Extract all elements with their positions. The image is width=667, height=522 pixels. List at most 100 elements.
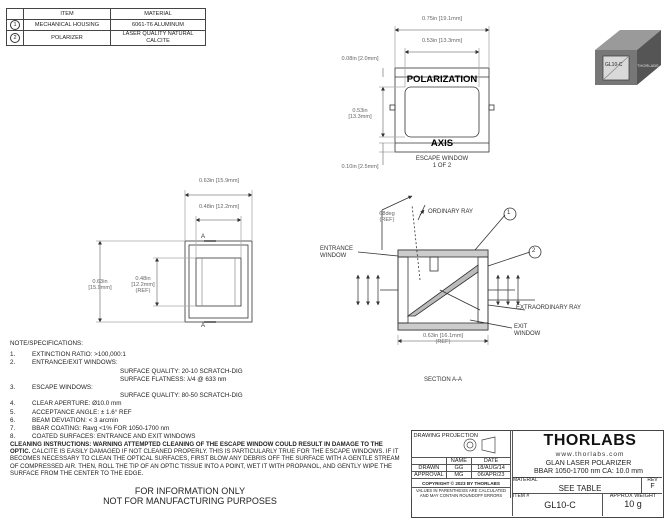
website: www.thorlabs.com bbox=[555, 451, 625, 458]
notes-section: NOTE/SPECIFICATIONS: 1.EXTINCTION RATIO:… bbox=[10, 340, 310, 441]
rev-value: F bbox=[650, 483, 655, 490]
cleaning-warning: CLEANING INSTRUCTIONS: WARNING ATTEMPTED… bbox=[10, 441, 383, 456]
parts-table: ITEM MATERIAL 1 MECHANICAL HOUSING 6061-… bbox=[6, 8, 206, 46]
part-title-2: BBAR 1050-1700 nm CA: 10.0 mm bbox=[534, 468, 643, 475]
projection-label: DRAWING PROJECTION bbox=[411, 430, 511, 458]
note-text: COATED SURFACES: ENTRANCE AND EXIT WINDO… bbox=[32, 433, 196, 441]
section-caption: SECTION A-A bbox=[423, 377, 462, 383]
note-text: ESCAPE WINDOWS: bbox=[32, 384, 93, 392]
weight-value: 10 g bbox=[624, 499, 642, 509]
weight-label: APPROX WEIGHT bbox=[609, 493, 657, 499]
note-text: SURFACE QUALITY: 80-50 SCRATCH-DIG bbox=[120, 392, 243, 400]
note-text: CLEAR APERTURE: Ø10.0 mm bbox=[32, 400, 122, 408]
drawn-label: DRAWN bbox=[411, 464, 447, 472]
item-number: 1 bbox=[10, 20, 20, 30]
note-number bbox=[10, 392, 120, 400]
note-text: EXTINCTION RATIO: >100,000:1 bbox=[32, 351, 126, 359]
front-dim-height: 0.63in [15.9mm] bbox=[88, 279, 112, 292]
note-line: SURFACE FLATNESS: λ/4 @ 633 nm bbox=[10, 376, 310, 384]
note-line: 8. COATED SURFACES: ENTRANCE AND EXIT WIN… bbox=[10, 433, 310, 441]
col-name: NAME bbox=[445, 457, 473, 465]
approval-label: APPROVAL bbox=[411, 471, 447, 479]
note-line: 1.EXTINCTION RATIO: >100,000:1 bbox=[10, 351, 310, 359]
note-number: 3. bbox=[10, 384, 16, 392]
material-value: SEE TABLE bbox=[558, 484, 602, 493]
disclaimer-line-1: FOR INFORMATION ONLY bbox=[134, 486, 246, 496]
item-label: ITEM # bbox=[513, 493, 530, 499]
front-view bbox=[96, 190, 253, 323]
approval-name: MG bbox=[445, 471, 473, 479]
note-number: 5. bbox=[10, 408, 16, 416]
note-line: 5. ACCEPTANCE ANGLE: ± 1.6° REF bbox=[10, 409, 310, 417]
note-line: SURFACE QUALITY: 80-50 SCRATCH-DIG bbox=[10, 392, 310, 400]
notes-heading: NOTE/SPECIFICATIONS: bbox=[10, 340, 84, 347]
note-number: 2. bbox=[10, 359, 16, 367]
col-date: DATE bbox=[471, 457, 511, 465]
note-text: SURFACE QUALITY: 20-10 SCRATCH-DIG bbox=[120, 367, 243, 375]
section-view bbox=[356, 195, 542, 345]
entrance-window-label: ENTRANCE WINDOW bbox=[320, 246, 354, 259]
axis-label: AXIS bbox=[430, 138, 454, 149]
section-dim-length: 0.63in [16.1mm] (REF) bbox=[422, 333, 464, 346]
weight-box: APPROX WEIGHT 10 g bbox=[602, 493, 663, 516]
divider bbox=[512, 477, 662, 478]
note-number: 8. bbox=[10, 433, 16, 441]
approval-date: 06/APR/23 bbox=[471, 471, 511, 479]
part-title-1: GLAN LASER POLARIZER bbox=[545, 460, 632, 467]
angle-label: 68deg (REF) bbox=[379, 211, 395, 224]
item-material: LASER QUALITY NATURAL CALCITE bbox=[110, 30, 206, 46]
note-line: 4. CLEAR APERTURE: Ø10.0 mm bbox=[10, 400, 310, 408]
divider bbox=[512, 430, 513, 516]
dim-width: 0.75in [19.1mm] bbox=[421, 16, 463, 22]
front-dim-inner-height: 0.48in [12.2mm] (REF) bbox=[131, 276, 155, 295]
dim-top: 0.08in [2.0mm] bbox=[341, 56, 379, 62]
section-mark-bottom: A bbox=[201, 323, 206, 329]
front-dim-inner: 0.48in [12.2mm] bbox=[198, 204, 240, 210]
note-number: 4. bbox=[10, 400, 16, 408]
escape-window-count: 1 OF 2 bbox=[432, 163, 452, 169]
material-label: MATERIAL bbox=[513, 477, 538, 483]
escape-window-view bbox=[379, 26, 495, 165]
note-number bbox=[10, 376, 120, 384]
dim-inner: 0.53in [13.3mm] bbox=[421, 38, 463, 44]
note-text: BEAM DEVIATION: < 3 arcmin bbox=[32, 416, 119, 424]
section-mark-top: A bbox=[201, 234, 206, 240]
rev-label: REV bbox=[647, 477, 658, 483]
drawn-date: 18/AUG/14 bbox=[471, 464, 511, 472]
note-number: 7. bbox=[10, 425, 16, 433]
balloon-2: 2 bbox=[532, 248, 536, 254]
ordinary-ray-label: ORDINARY RAY bbox=[428, 209, 474, 215]
note-text: BBAR COATING: Ravg <1% FOR 1050-1700 nm bbox=[32, 425, 170, 433]
extraordinary-ray-label: EXTRAORDINARY RAY bbox=[516, 305, 582, 311]
note-line: 2. ENTRANCE/EXIT WINDOWS: bbox=[10, 359, 310, 367]
thorlabs-logo: THORLABS bbox=[543, 432, 637, 449]
cleaning-instructions: CLEANING INSTRUCTIONS: WARNING ATTEMPTED… bbox=[10, 441, 400, 477]
note-text: ACCEPTANCE ANGLE: ± 1.6° REF bbox=[32, 408, 132, 416]
disclaimer: FOR INFORMATION ONLY NOT FOR MANUFACTURI… bbox=[60, 486, 320, 506]
escape-window-caption: ESCAPE WINDOW bbox=[415, 156, 469, 162]
front-dim-width: 0.63in [15.9mm] bbox=[198, 178, 240, 184]
note-line: SURFACE QUALITY: 20-10 SCRATCH-DIG bbox=[10, 368, 310, 376]
item-number: 2 bbox=[10, 33, 20, 43]
dim-side: 0.53in [13.3mm] bbox=[348, 108, 372, 121]
note-line: 7. BBAR COATING: Ravg <1% FOR 1050-1700 n… bbox=[10, 425, 310, 433]
divider bbox=[512, 493, 662, 494]
balloon-1: 1 bbox=[507, 210, 511, 216]
dim-bottom: 0.10in [2.5mm] bbox=[341, 164, 379, 170]
item-value: GL10-C bbox=[544, 500, 576, 510]
product-label-side: THORLABS bbox=[637, 63, 659, 68]
note-number bbox=[10, 368, 120, 376]
polarization-label: POLARIZATION bbox=[406, 74, 478, 85]
note-number: 6. bbox=[10, 416, 16, 424]
copyright: COPYRIGHT © 2023 BY THORLABS bbox=[411, 478, 511, 488]
note-text: ENTRANCE/EXIT WINDOWS: bbox=[32, 359, 118, 367]
product-image bbox=[595, 30, 661, 85]
calc-disclaimer: VALUES IN PARENTHESIS ARE CALCULATED AND… bbox=[411, 487, 511, 498]
note-text: SURFACE FLATNESS: λ/4 @ 633 nm bbox=[120, 375, 227, 383]
drawn-name: GG bbox=[445, 464, 473, 472]
exit-window-label: EXIT WINDOW bbox=[514, 324, 541, 337]
product-label-front: GL10-C bbox=[605, 62, 623, 68]
cleaning-text: CALCITE IS EASILY DAMAGED IF NOT CLEANED… bbox=[10, 448, 400, 477]
